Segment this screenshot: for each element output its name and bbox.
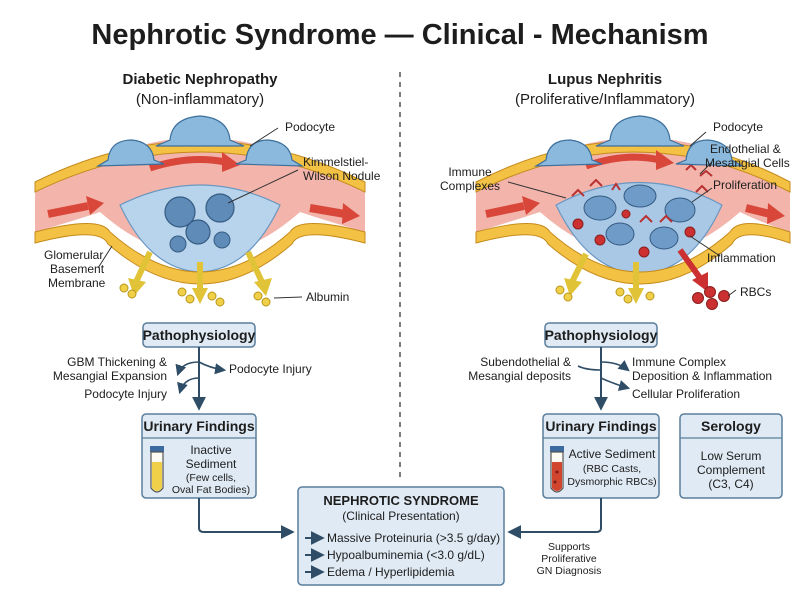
left-path-item1-line2: Mesangial Expansion (53, 369, 167, 383)
serology-title: Serology (701, 418, 761, 434)
left-nodule-label-1: Kimmelstiel- (303, 155, 368, 169)
left-subheading: (Non-inflammatory) (136, 91, 264, 108)
supports-line3: GN Diagnosis (537, 565, 602, 577)
right-endo-label-2: Mesangial Cells (705, 156, 790, 170)
main-title: Nephrotic Syndrome — Clinical - Mechanis… (91, 19, 708, 51)
nephrotic-subtitle: (Clinical Presentation) (342, 509, 459, 523)
right-path-arrow-2 (600, 377, 631, 391)
serology-line1: Low Serum (701, 449, 762, 463)
supports-line1: Supports (548, 541, 590, 553)
left-to-nephrotic-arrow (198, 498, 295, 539)
left-urinary-line1: Inactive (190, 443, 232, 457)
right-urine-tube-icon (550, 446, 564, 493)
left-urine-tube-icon (150, 446, 164, 493)
left-gbm-label-2: Basement (50, 262, 105, 276)
nephrotic-syndrome-box (297, 486, 505, 586)
left-path-item1-line1: GBM Thickening & (67, 355, 167, 369)
right-rbcs-label: RBCs (740, 285, 771, 299)
left-glomerulus-illustration (34, 115, 366, 307)
right-immune-label-2: Complexes (440, 179, 500, 193)
right-path-item1-line2: Mesangial deposits (468, 369, 571, 383)
serology-line3: (C3, C4) (708, 477, 753, 491)
nephrotic-item-2: Hypoalbuminemia (<3.0 g/dL) (327, 548, 485, 562)
left-urinary-title: Urinary Findings (143, 418, 254, 434)
right-to-nephrotic-arrow (507, 498, 602, 539)
right-path-item3: Cellular Proliferation (632, 387, 740, 401)
right-urinary-line2: (RBC Casts, (583, 463, 641, 475)
right-urinary-line3: Dysmorphic RBCs) (567, 476, 656, 488)
left-path-item2: Podocyte Injury (229, 362, 312, 376)
left-heading: Diabetic Nephropathy (122, 71, 278, 88)
right-path-arrow-1 (600, 360, 630, 372)
left-pathophysiology-title: Pathophysiology (143, 327, 256, 343)
right-path-arrow-3 (577, 365, 602, 371)
left-path-arrow-3 (177, 377, 200, 395)
nephrotic-item-1: Massive Proteinuria (>3.5 g/day) (327, 531, 500, 545)
right-path-item2-line1: Immune Complex (632, 355, 726, 369)
serology-line2: Complement (697, 463, 766, 477)
right-pathophysiology-title: Pathophysiology (545, 327, 658, 343)
right-path-item2-line2: Deposition & Inflammation (632, 369, 772, 383)
left-nodule-label-2: Wilson Nodule (303, 169, 381, 183)
right-heading: Lupus Nephritis (548, 71, 662, 88)
left-urinary-line3: (Few cells, (186, 472, 236, 484)
right-subheading: (Proliferative/Inflammatory) (515, 91, 695, 108)
serology-box (679, 413, 783, 499)
left-gbm-label-1: Glomerular (44, 248, 103, 262)
right-glomerulus-illustration (475, 115, 791, 310)
left-path-arrow-2 (198, 361, 227, 375)
right-podocyte-label: Podocyte (713, 120, 763, 134)
left-podocyte-label: Podocyte (285, 120, 335, 134)
left-urinary-line4: Oval Fat Bodies) (172, 484, 250, 496)
supports-line2: Proliferative (541, 553, 597, 565)
right-urinary-title: Urinary Findings (545, 418, 656, 434)
right-endo-label-1: Endothelial & (710, 142, 781, 156)
left-gbm-label-3: Membrane (48, 276, 106, 290)
left-path-item3: Podocyte Injury (84, 387, 167, 401)
nephrotic-title: NEPHROTIC SYNDROME (323, 493, 479, 508)
right-inflammation-label: Inflammation (707, 251, 776, 265)
left-albumin-label: Albumin (306, 290, 349, 304)
right-immune-label-1: Immune (448, 165, 492, 179)
nephrotic-item-3: Edema / Hyperlipidemia (327, 565, 455, 579)
left-urinary-line2: Sediment (186, 457, 237, 471)
right-path-item1-line1: Subendothelial & (480, 355, 571, 369)
right-proliferation-label: Proliferation (713, 178, 777, 192)
left-path-arrow-1 (175, 361, 200, 377)
right-urinary-line1: Active Sediment (569, 447, 656, 461)
